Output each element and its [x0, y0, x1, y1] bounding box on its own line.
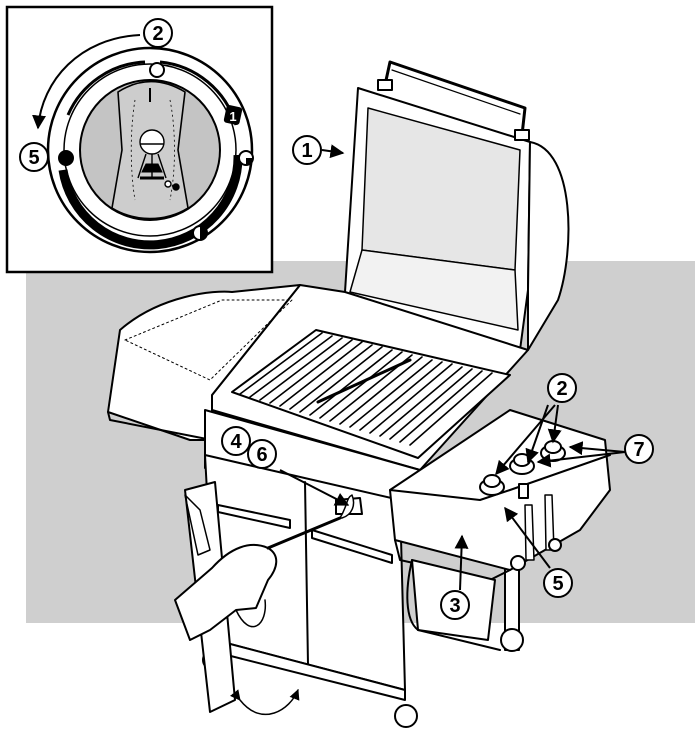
svg-text:1: 1 — [301, 140, 312, 162]
svg-text:1: 1 — [229, 109, 236, 124]
medium-position-marker — [192, 225, 208, 241]
off-position-marker — [149, 62, 165, 78]
svg-text:7: 7 — [633, 439, 644, 461]
grill-illustration — [107, 60, 611, 728]
rear-wheel — [500, 628, 524, 652]
high-position-marker — [238, 150, 254, 166]
callout-4: 4 — [221, 426, 251, 456]
heat-range-arc — [58, 154, 243, 250]
svg-text:5: 5 — [552, 573, 563, 595]
hand-with-match — [174, 494, 355, 641]
svg-text:2: 2 — [556, 378, 567, 400]
callout-2: 2 — [547, 373, 577, 403]
inset-callout-5: 5 — [19, 142, 49, 172]
low-position-marker — [58, 150, 74, 166]
grill-logo-icon — [137, 129, 180, 191]
ignition-badge: 1 — [223, 105, 243, 125]
svg-text:2: 2 — [152, 23, 163, 45]
front-wheel — [394, 704, 418, 728]
rotation-arrow — [32, 34, 141, 130]
svg-text:3: 3 — [449, 595, 460, 617]
callout-7: 7 — [624, 434, 654, 464]
lid — [344, 60, 570, 351]
inset-callout-2: 2 — [143, 18, 173, 48]
svg-text:6: 6 — [256, 444, 267, 466]
callout-5: 5 — [543, 568, 573, 598]
door-swing-arrow — [230, 689, 300, 716]
callout-3: 3 — [440, 590, 470, 620]
svg-text:4: 4 — [230, 431, 242, 453]
callout-6: 6 — [247, 439, 277, 469]
dial-inset: 1 2 5 — [5, 5, 274, 274]
left-side-table — [107, 284, 301, 441]
cooking-grates — [231, 329, 511, 459]
callout-1: 1 — [292, 135, 322, 165]
svg-text:5: 5 — [28, 147, 39, 169]
